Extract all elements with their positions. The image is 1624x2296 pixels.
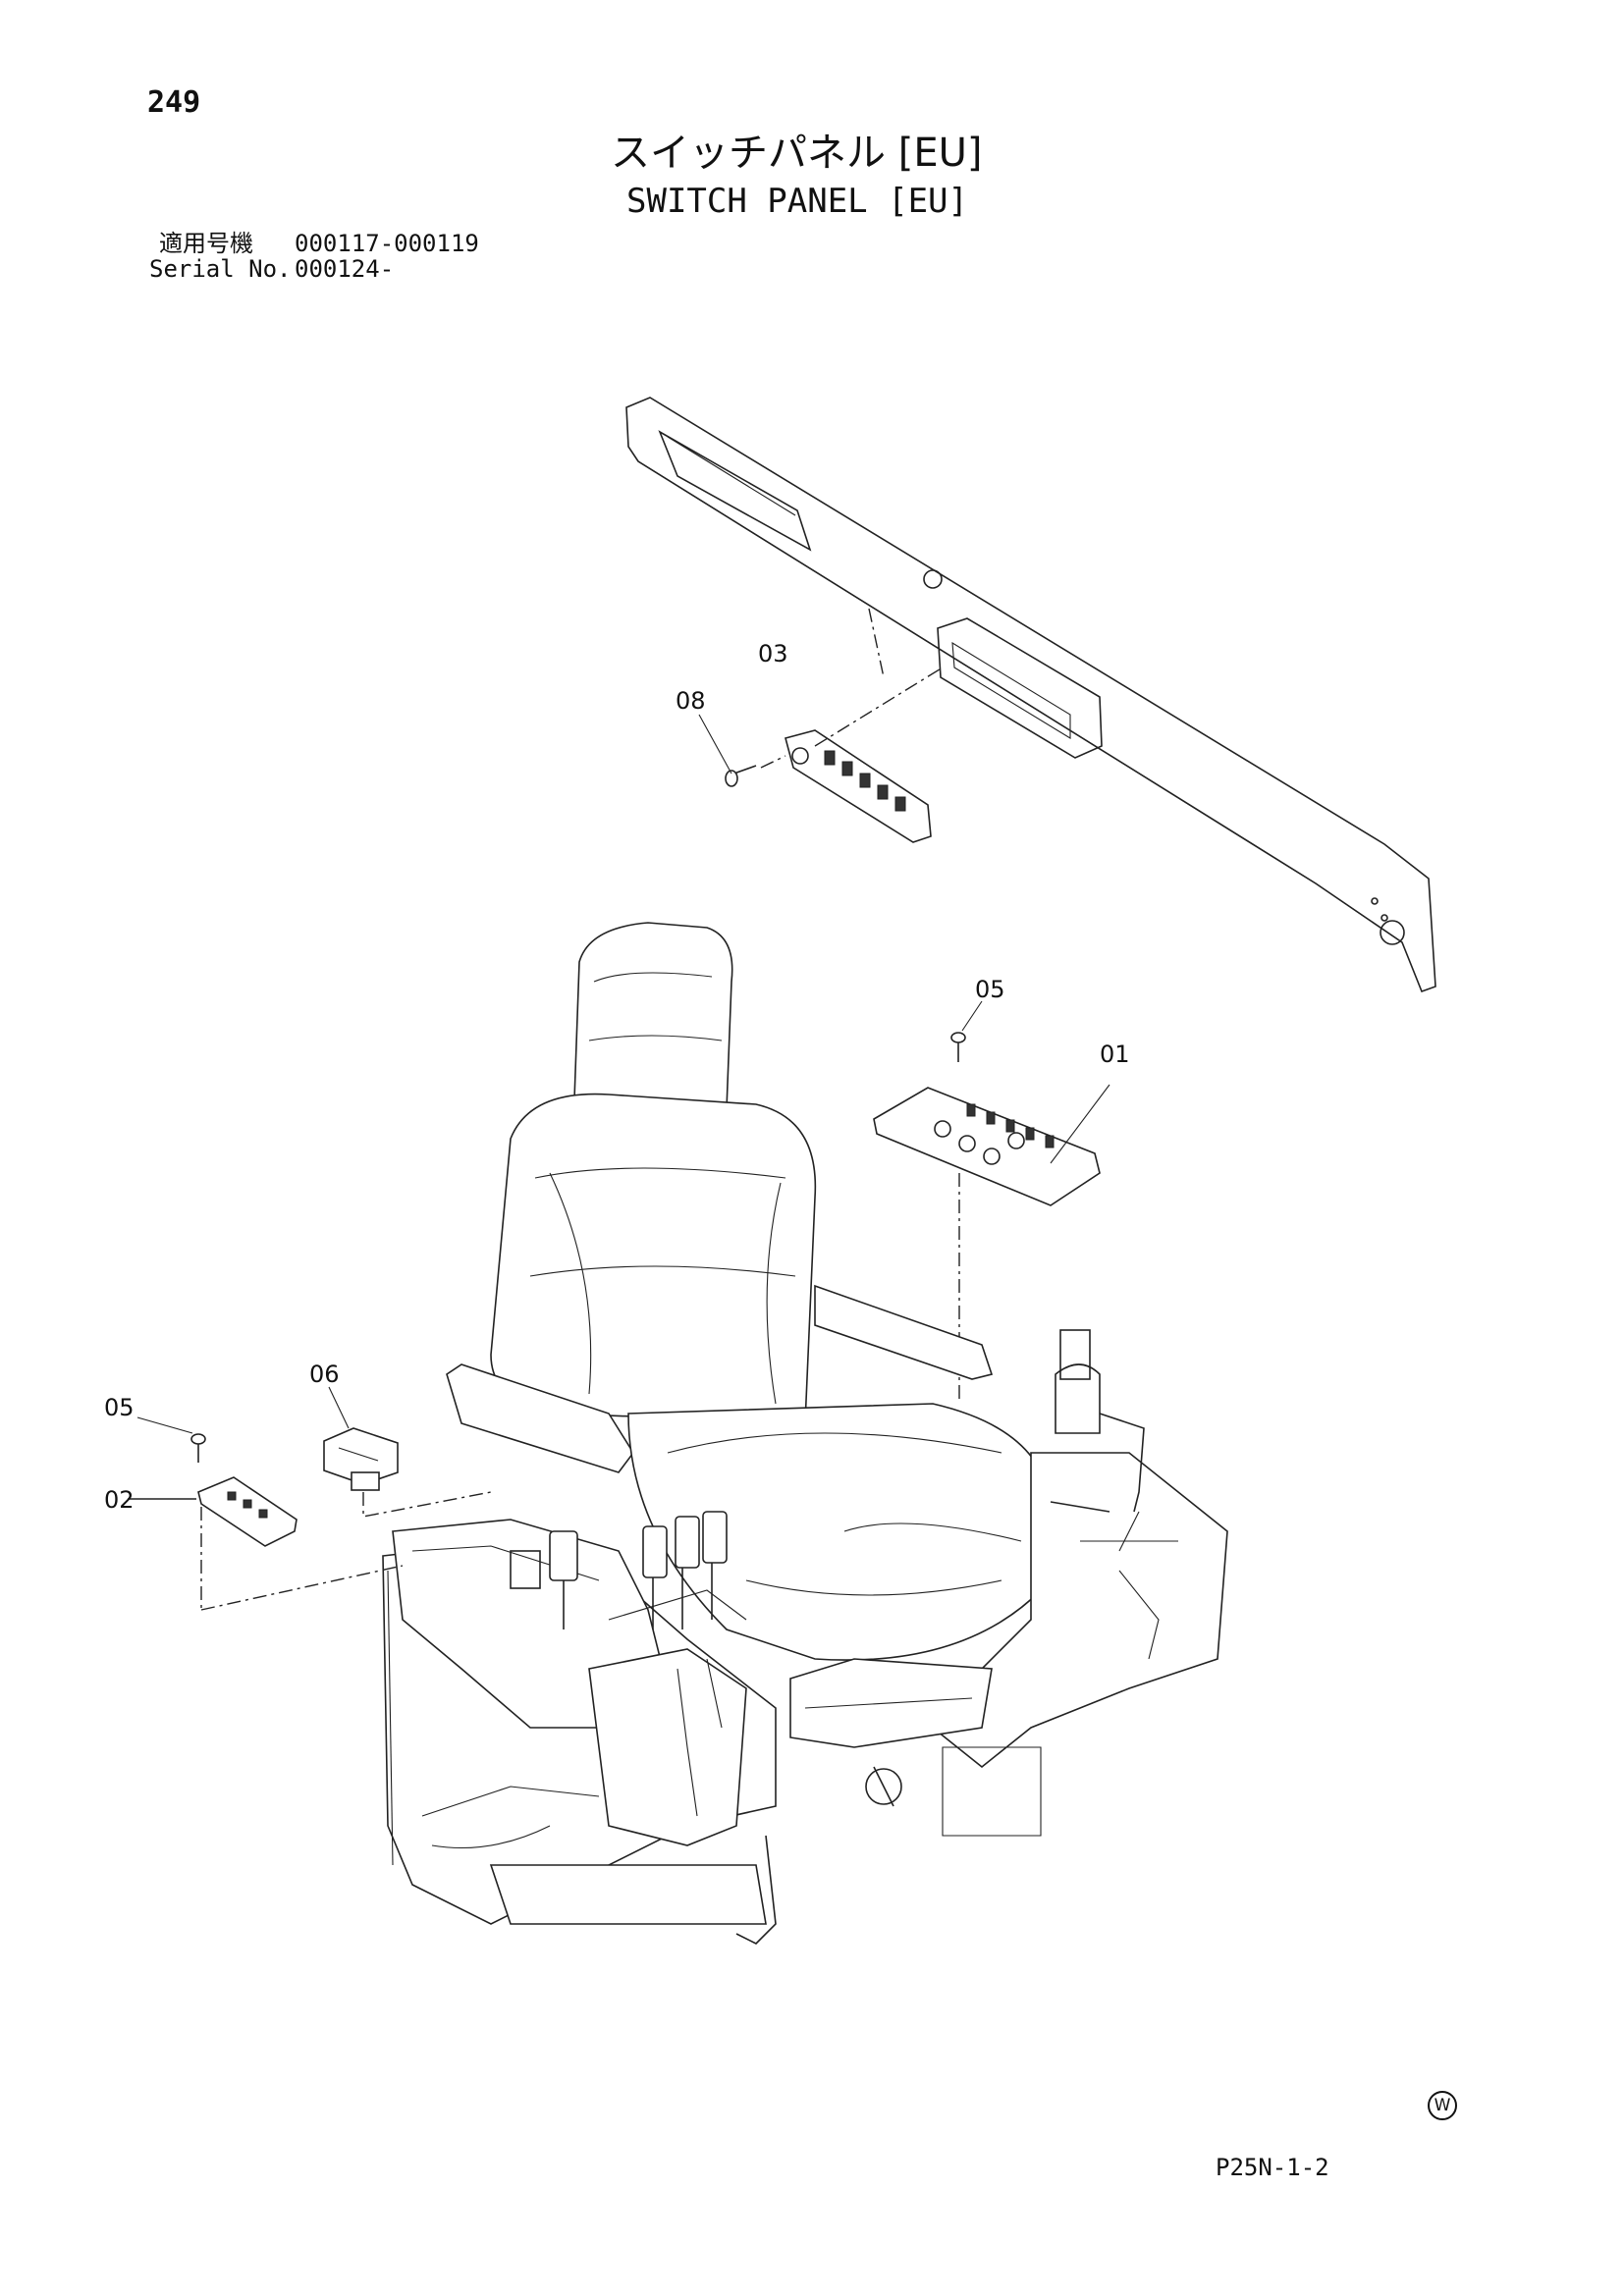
title-english: SWITCH PANEL [EU] xyxy=(626,182,968,221)
callout-05-left: 05 xyxy=(104,1394,135,1421)
callout-08: 08 xyxy=(676,687,706,715)
applicable-machine-value: 000117-000119 xyxy=(295,230,479,257)
callout-02: 02 xyxy=(104,1486,135,1514)
applicable-machine-label: 適用号機 xyxy=(159,230,253,257)
left-control-console xyxy=(392,1511,747,1846)
operator-seat xyxy=(446,922,1053,1661)
part-05-screw-right xyxy=(950,1000,983,1062)
part-06-switch xyxy=(323,1386,492,1518)
serial-number-label: Serial No. xyxy=(149,255,292,283)
dashboard-console-beam xyxy=(625,397,1436,993)
callout-06: 06 xyxy=(309,1361,340,1388)
w-mark-symbol: W xyxy=(1428,2091,1457,2120)
callout-01: 01 xyxy=(1100,1041,1130,1068)
page-number: 249 xyxy=(147,85,201,120)
part-03-switch-panel xyxy=(785,667,944,843)
callout-05-right: 05 xyxy=(975,976,1005,1003)
part-05-screw-left xyxy=(136,1416,206,1463)
part-02-switch-panel xyxy=(128,1476,404,1611)
page-code: P25N-1-2 xyxy=(1216,2154,1329,2181)
serial-number-value: 000124- xyxy=(295,255,395,283)
title-japanese: スイッチパネル [EU] xyxy=(611,131,983,176)
callout-03: 03 xyxy=(758,640,788,667)
part-08-screw xyxy=(698,714,786,787)
